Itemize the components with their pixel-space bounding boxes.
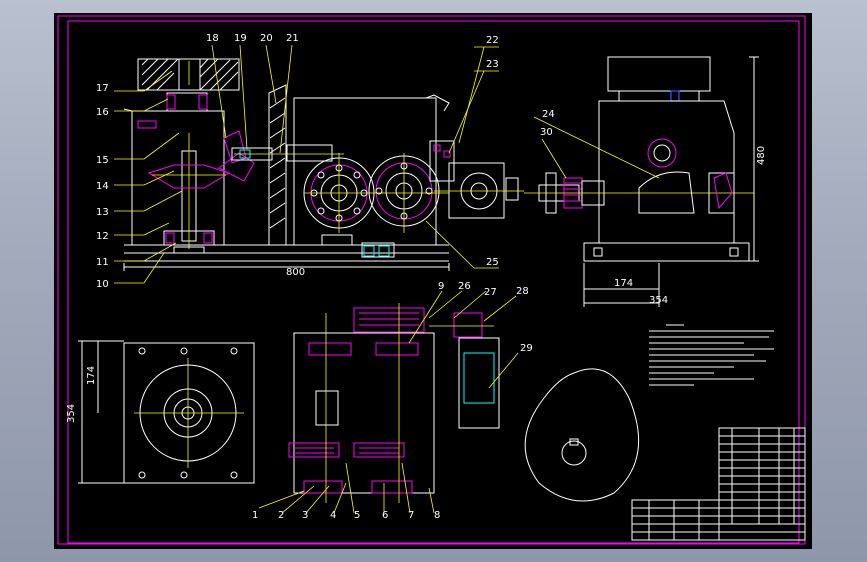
dim-800: 800: [286, 267, 305, 278]
part-label-19: 19: [234, 33, 247, 44]
part-label-6: 6: [382, 510, 388, 521]
leader-lines: [114, 44, 660, 514]
part-label-9: 9: [438, 281, 444, 292]
outer-frame: [57, 15, 806, 545]
dim-480: 480: [756, 146, 767, 165]
main-housing: [131, 110, 225, 246]
side-view: 480 174 354: [524, 56, 767, 307]
assembly-drawing: 800: [57, 15, 806, 545]
part-label-26: 26: [458, 281, 471, 292]
part-label-22: 22: [486, 35, 499, 46]
part-label-20: 20: [260, 33, 273, 44]
part-label-8: 8: [434, 510, 440, 521]
dim-174-side: 174: [614, 278, 633, 289]
part-label-27: 27: [484, 287, 497, 298]
part-label-25: 25: [486, 257, 499, 268]
dim-354-plan: 354: [66, 404, 77, 423]
gearbox-housing: [293, 97, 437, 246]
handwheel-hub: [178, 58, 201, 91]
part-label-30: 30: [540, 127, 553, 138]
cam-detail: [524, 368, 640, 502]
part-label-7: 7: [408, 510, 414, 521]
part-label-4: 4: [330, 510, 336, 521]
dim-354-side: 354: [649, 295, 668, 306]
part-label-18: 18: [206, 33, 219, 44]
part-label-11: 11: [96, 257, 109, 268]
part-label-17: 17: [96, 83, 109, 94]
part-label-2: 2: [278, 510, 284, 521]
part-label-29: 29: [520, 343, 533, 354]
part-label-15: 15: [96, 155, 109, 166]
part-label-14: 14: [96, 181, 109, 192]
plan-baseplate: [123, 342, 255, 484]
side-housing: [598, 100, 735, 244]
part-label-12: 12: [96, 231, 109, 242]
part-label-1: 1: [252, 510, 258, 521]
part-label-16: 16: [96, 107, 109, 118]
part-label-24: 24: [542, 109, 555, 120]
plan-view: 354 174: [66, 303, 500, 503]
inclined-plate: [268, 84, 287, 246]
part-label-23: 23: [486, 59, 499, 70]
part-numbers: 17 16 15 14 13 12 11 10 18 19 20 21 22 2…: [96, 33, 555, 521]
part-label-3: 3: [302, 510, 308, 521]
part-label-10: 10: [96, 279, 109, 290]
inner-frame: [67, 20, 800, 544]
part-label-13: 13: [96, 207, 109, 218]
technical-notes: [649, 324, 774, 386]
part-label-21: 21: [286, 33, 299, 44]
drawing-canvas[interactable]: 800: [54, 13, 812, 549]
title-block: [631, 427, 806, 541]
front-view: 800: [123, 58, 524, 278]
dim-174-plan: 174: [86, 366, 97, 385]
part-label-5: 5: [354, 510, 360, 521]
part-label-28: 28: [516, 286, 529, 297]
